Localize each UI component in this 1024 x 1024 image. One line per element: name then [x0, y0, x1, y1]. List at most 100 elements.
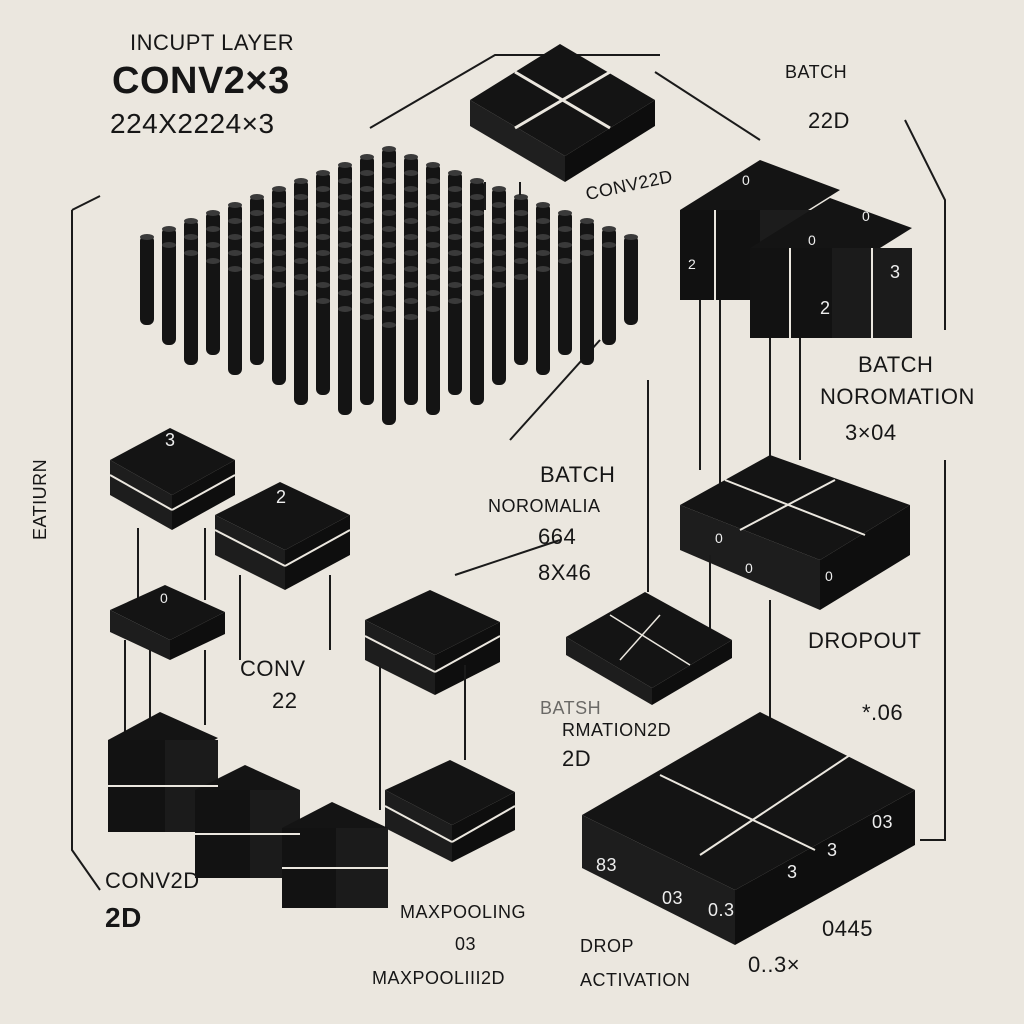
input-pillar-cap [162, 242, 176, 248]
input-pillar-cap [404, 250, 418, 256]
input-pillar [360, 315, 374, 405]
input-pillar-cap [404, 282, 418, 288]
input-pillar-cap [382, 274, 396, 280]
maxpooling-number: 03 [455, 934, 476, 955]
input-pillar-cap [426, 290, 440, 296]
cube-digit-f: 3 [890, 262, 901, 283]
input-pillar-cap [162, 226, 176, 232]
conv-title-label: CONV2×3 [112, 60, 290, 103]
top-right-line-2 [655, 72, 760, 140]
input-pillar [470, 291, 484, 405]
cube-digit-d: 0 [808, 232, 816, 248]
input-pillar-cap [338, 258, 352, 264]
input-pillar-cap [580, 250, 594, 256]
big-digit-c: 0.3 [708, 900, 735, 921]
input-pillar [162, 243, 176, 345]
input-pillar-cap [426, 194, 440, 200]
input-pillar-cap [470, 194, 484, 200]
input-pillar-cap [448, 202, 462, 208]
input-pillar-cap [184, 250, 198, 256]
input-pillar-cap [448, 298, 462, 304]
input-pillar-cap [382, 306, 396, 312]
input-pillar-cap [492, 266, 506, 272]
input-layer-label: INCUPT LAYER [130, 30, 294, 56]
input-pillar-cap [338, 178, 352, 184]
input-pillar-cap [536, 218, 550, 224]
cube-digit-c: 2 [688, 256, 696, 272]
block-digit-pool-left: 0 [160, 590, 168, 606]
input-pillar-cap [624, 234, 638, 240]
input-pillar-cap [272, 250, 286, 256]
input-pillar-cap [426, 162, 440, 168]
input-pillar-cap [514, 242, 528, 248]
batch-low-label: BATSH [540, 698, 601, 719]
input-pillar-cap [360, 186, 374, 192]
input-pillar-cap [338, 274, 352, 280]
batch-top-label: BATCH [785, 62, 847, 83]
input-pillar-cap [316, 250, 330, 256]
input-pillar [448, 299, 462, 395]
input-pillar-cap [184, 218, 198, 224]
batch-center-label: BATCH [540, 462, 615, 488]
input-pillar-cap [228, 234, 242, 240]
dropout-label: DROPOUT [808, 628, 922, 654]
input-pillar [602, 243, 616, 345]
input-pillar-cap [360, 282, 374, 288]
input-pillar-cap [558, 226, 572, 232]
input-pillar-cap [470, 242, 484, 248]
big-digit-f: 03 [872, 812, 893, 833]
maxpooling-label: MAXPOOLING [400, 902, 526, 923]
input-pillar-cap [228, 266, 242, 272]
input-pillar-cap [250, 226, 264, 232]
input-pillar-cap [382, 194, 396, 200]
pool-block-left [110, 585, 225, 735]
input-pillar-cap [426, 258, 440, 264]
input-pillar-cap [492, 282, 506, 288]
input-pillar-cap [558, 258, 572, 264]
batch-center-label-2: NOROMALIA [488, 496, 601, 517]
input-pillar-cap [250, 258, 264, 264]
input-pillar-cap [426, 210, 440, 216]
input-pillar-cap [250, 210, 264, 216]
input-pillar-cap [470, 178, 484, 184]
big-block-bottom-right [582, 712, 915, 945]
batch-norm-right-label: BATCH [858, 352, 933, 378]
input-pillar-cap [228, 250, 242, 256]
input-pillar [624, 235, 638, 325]
input-pillar-cap [294, 258, 308, 264]
batch-low-label-3: 2D [562, 746, 591, 772]
input-pillar [272, 283, 286, 385]
input-pillar-cap [272, 218, 286, 224]
input-pillar-cap [272, 282, 286, 288]
input-pillar-cap [514, 258, 528, 264]
input-pillar-cap [492, 250, 506, 256]
input-pillar [536, 267, 550, 375]
input-pillar-cap [294, 242, 308, 248]
input-pillar-cap [448, 266, 462, 272]
input-pillar-cap [558, 242, 572, 248]
input-pillar-cap [360, 154, 374, 160]
input-pillar-cap [206, 258, 220, 264]
input-pillar-cap [382, 162, 396, 168]
input-pillar-cap [206, 242, 220, 248]
big-digit-d: 3 [787, 862, 798, 883]
input-pillar-cap [316, 170, 330, 176]
input-pillar-cap [206, 226, 220, 232]
center-number-1: 664 [538, 524, 576, 550]
input-pillar [580, 251, 594, 365]
input-pillar-cap [360, 250, 374, 256]
input-pillar-cap [492, 186, 506, 192]
input-pillar-cap [448, 234, 462, 240]
input-pillar-cap [448, 170, 462, 176]
input-grid [140, 146, 638, 425]
input-pillar-cap [536, 250, 550, 256]
batch-low-label-2: RMATION2D [562, 720, 671, 741]
input-pillar-cap [316, 186, 330, 192]
input-pillar-cap [382, 290, 396, 296]
input-pillar-cap [294, 226, 308, 232]
input-pillar-cap [426, 226, 440, 232]
input-pillar-cap [514, 274, 528, 280]
input-pillar-cap [492, 234, 506, 240]
input-pillar-cap [514, 210, 528, 216]
input-pillar-cap [272, 266, 286, 272]
